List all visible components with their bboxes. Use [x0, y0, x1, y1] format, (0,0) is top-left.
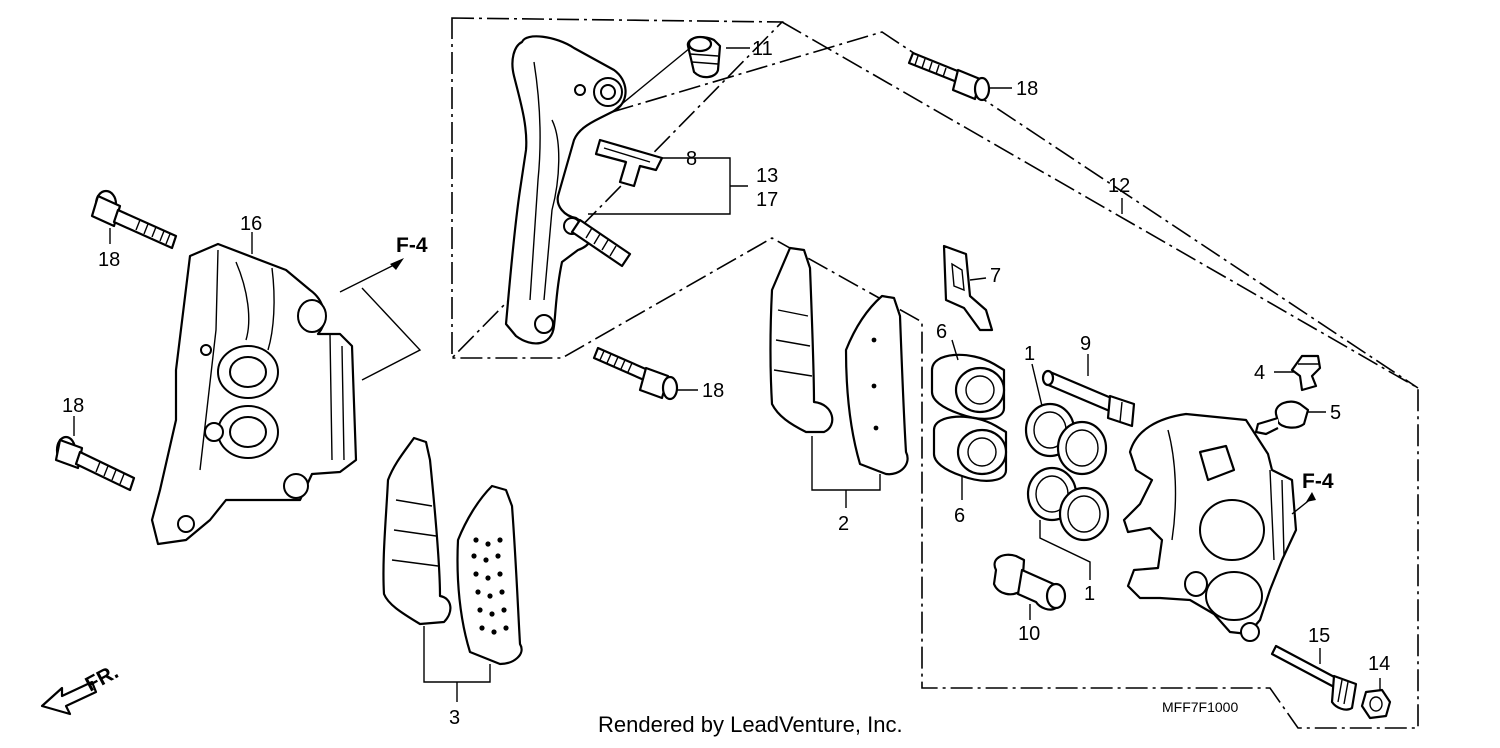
label-13: 13: [756, 165, 778, 187]
part-7-shim: [942, 244, 994, 332]
piston-6-upper: [930, 353, 1006, 420]
brake-pad-2-a: [769, 246, 834, 434]
label-18-middle: 18: [702, 380, 724, 402]
nut-14: [1360, 688, 1392, 720]
brake-pad-3-b: [456, 484, 523, 666]
caliper-body-right: [1122, 412, 1298, 642]
label-11: 11: [752, 38, 773, 60]
part-1-leader-top: [1031, 363, 1043, 407]
caliper-body-16: [150, 242, 358, 546]
part-11-boot: [686, 35, 722, 79]
bolt-18-middle: [592, 346, 679, 401]
label-5: 5: [1330, 402, 1341, 424]
piston-6-lower: [932, 415, 1008, 482]
label-9: 9: [1080, 333, 1091, 355]
label-6-lower: 6: [954, 505, 965, 527]
label-3: 3: [449, 707, 460, 729]
label-10: 10: [1018, 623, 1040, 645]
brake-pad-3-a: [382, 436, 452, 626]
bolt-10: [992, 553, 1067, 611]
label-18-left-top: 18: [98, 249, 120, 271]
pin-15: [1270, 644, 1358, 711]
label-12: 12: [1108, 175, 1130, 197]
label-1-lower: 1: [1084, 583, 1095, 605]
cap-5: [1254, 400, 1310, 436]
label-4: 4: [1254, 362, 1265, 384]
label-15: 15: [1308, 625, 1330, 647]
slide-pin-9: [1041, 369, 1136, 428]
caliper-assembly-outline: [452, 21, 1419, 729]
f4-left-leader: [361, 287, 422, 381]
f4-left-arrow-line: [339, 263, 397, 293]
bolt-18-left-bottom: [54, 435, 136, 492]
piston-seals-1: [1024, 402, 1110, 542]
label-8: 8: [686, 148, 697, 170]
label-7: 7: [990, 265, 1001, 287]
part-12-top-edge: [611, 31, 1419, 389]
credit-text: Rendered by LeadVenture, Inc.: [598, 712, 903, 737]
bolt-18-left-top: [90, 189, 178, 250]
brake-pad-2-b: [844, 294, 909, 476]
label-6-upper: 6: [936, 321, 947, 343]
label-18-left-bottom: 18: [62, 395, 84, 417]
label-2: 2: [838, 513, 849, 535]
bleeder-4: [1290, 354, 1322, 392]
part-1-leader-bottom: [1039, 520, 1091, 580]
f4-left-arrowhead: [390, 258, 404, 270]
label-17: 17: [756, 189, 778, 211]
label-16: 16: [240, 213, 262, 235]
ref-f4-left: F-4: [396, 234, 428, 257]
pad-3-dots: [471, 537, 509, 635]
label-1-upper: 1: [1024, 343, 1035, 365]
bracket-assembly-outline: [451, 17, 784, 360]
front-direction-arrow-icon: FR.: [40, 660, 122, 716]
caliper-bracket: [504, 35, 632, 345]
bolt-18-top: [907, 51, 991, 102]
part-8-pad-spring: [594, 138, 664, 188]
diagram-code: MFF7F1000: [1162, 699, 1238, 715]
ref-f4-right: F-4: [1302, 470, 1334, 493]
label-14: 14: [1368, 653, 1390, 675]
label-18-top: 18: [1016, 78, 1038, 100]
